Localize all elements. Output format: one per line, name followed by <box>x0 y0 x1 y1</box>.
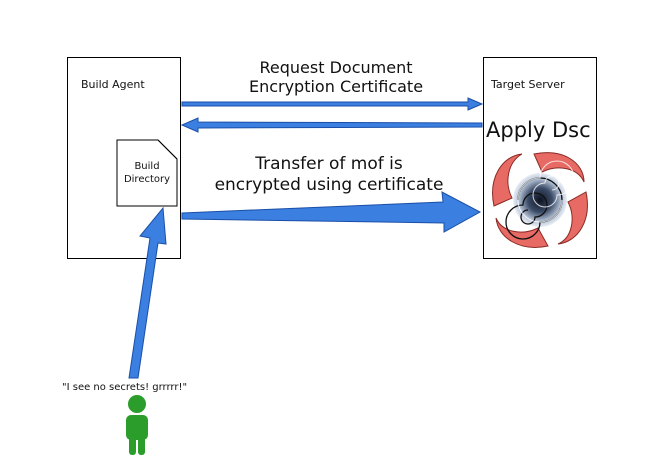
build-directory-label-line1: Build <box>134 161 160 172</box>
build-directory-label-line2: Directory <box>123 174 171 185</box>
transfer-label-line1: Transfer of mof is <box>255 154 403 174</box>
request-arrow <box>181 97 484 111</box>
transfer-label: Transfer of mof is encrypted using certi… <box>186 154 472 196</box>
request-label: Request Document Encryption Certificate <box>205 58 467 96</box>
build-directory-label: Build Directory <box>117 160 177 186</box>
observer-quote: "I see no secrets! grrrrr!" <box>62 382 188 393</box>
request-label-line1: Request Document <box>259 58 413 77</box>
target-server-label: Target Server <box>491 78 565 91</box>
request-label-line2: Encryption Certificate <box>248 77 424 96</box>
certificate-return-arrow <box>180 117 483 133</box>
observer-arrow <box>128 206 167 379</box>
transfer-arrow <box>181 191 482 233</box>
build-agent-label: Build Agent <box>81 78 145 91</box>
apply-dsc-label: Apply Dsc <box>486 118 591 142</box>
transfer-label-line2: encrypted using certificate <box>214 175 444 195</box>
